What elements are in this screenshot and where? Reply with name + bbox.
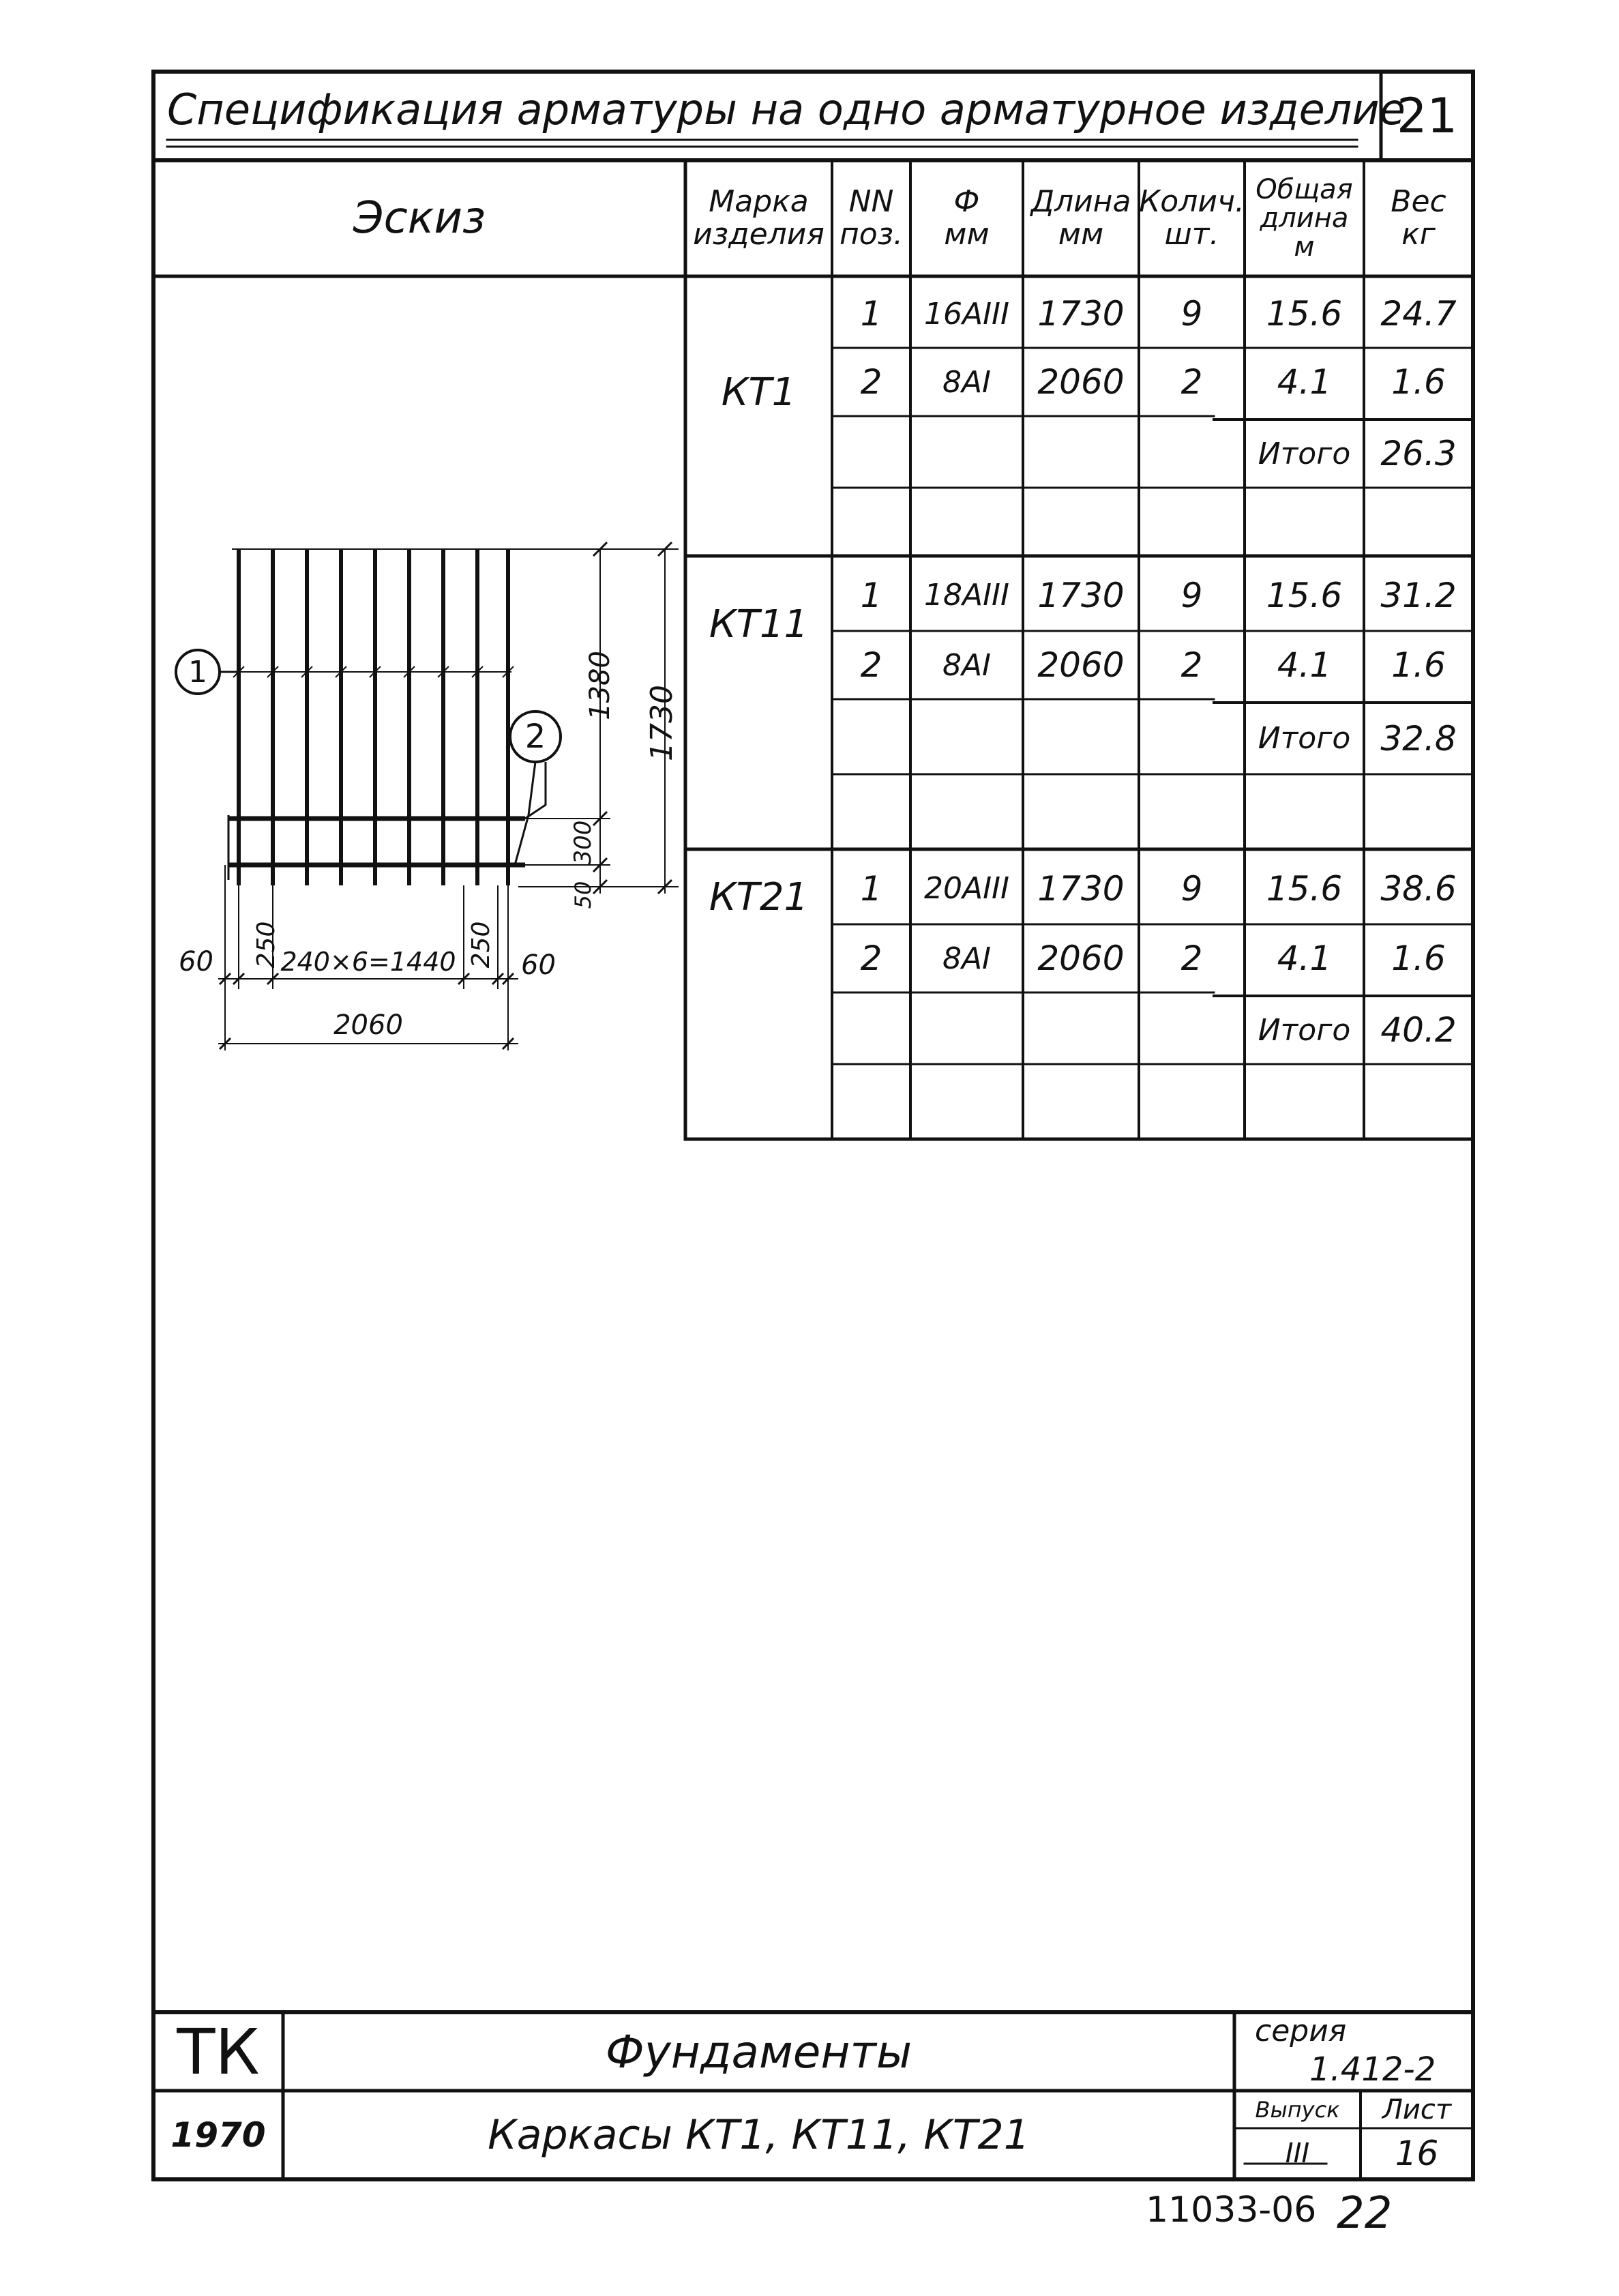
cell-length: 2060 [1037,362,1125,402]
cell-total-length: 15.6 [1266,575,1343,615]
series-label: серия [1255,2013,1347,2048]
total-weight: 26.3 [1380,434,1457,473]
column-header-length-line2: мм [1058,217,1104,252]
cell-quantity: 9 [1180,575,1203,615]
column-header-total-length-line1: Общая [1256,174,1353,205]
total-weight: 32.8 [1380,718,1457,759]
vertical-bars [237,549,510,885]
cell-length: 2060 [1037,939,1125,978]
sheet-value: 16 [1395,2134,1439,2173]
column-header-mark: Марка изделия [685,164,832,273]
cell-pos: 1 [860,868,882,909]
cell-diameter: 8АI [942,941,992,976]
outer-frame [151,70,1475,2181]
cell-weight: 1.6 [1391,645,1446,685]
cell-pos: 2 [860,362,882,402]
total-label: Итого [1258,721,1351,756]
dim-60-left: 60 [179,946,213,977]
cell-diameter: 8АI [942,647,992,683]
column-header-quantity: Колич. шт. [1139,164,1245,273]
cell-diameter: 18АIII [923,578,1010,613]
cell-weight: 1.6 [1391,362,1446,402]
sketch-label: Эскиз [353,193,486,244]
org-abbrev: ТК [177,2015,260,2089]
dim-2060: 2060 [333,1010,403,1041]
cell-quantity: 2 [1180,645,1203,685]
series-value: 1.412-2 [1309,2050,1436,2089]
column-header-diameter: Ф мм [910,164,1023,273]
cell-length: 1730 [1037,868,1125,909]
cell-quantity: 2 [1180,939,1203,978]
column-header-total-length-line3: м [1294,231,1315,263]
cell-diameter: 8АI [942,364,992,400]
column-header-quantity-line2: шт. [1164,217,1219,252]
cell-diameter: 20АIII [923,871,1010,906]
cell-diameter: 16АIII [923,296,1010,332]
page-number: 22 [1337,2188,1393,2239]
column-header-position: NN поз. [832,164,910,273]
column-header-mark-line2: изделия [693,217,825,252]
dim-50: 50 [570,881,596,909]
sheet-label: Лист [1382,2094,1452,2125]
total-label: Итого [1258,1012,1351,1048]
cell-length: 1730 [1037,294,1125,334]
column-header-weight-line1: Вес [1391,184,1446,219]
cell-weight: 24.7 [1380,294,1457,334]
dim-300: 300 [569,820,597,865]
cell-pos: 2 [860,939,882,978]
dim-250-right: 250 [466,921,495,969]
dim-60-right: 60 [521,950,556,981]
cell-pos: 1 [860,575,882,615]
cell-quantity: 2 [1180,362,1203,402]
column-header-length-line1: Длина [1030,184,1131,219]
spec-title: Спецификация арматуры на одно арматурное… [167,84,1406,134]
cell-total-length: 4.1 [1277,645,1332,685]
column-header-total-length-line2: длина [1260,203,1349,234]
document-name: Фундаменты [605,2025,912,2078]
callout-2-label: 2 [524,718,546,756]
column-header-diameter-line1: Ф [953,184,980,219]
issue-value: III [1285,2138,1310,2169]
cell-weight: 31.2 [1380,575,1457,615]
cell-total-length: 15.6 [1266,868,1343,909]
dim-1380: 1380 [584,651,616,720]
cell-total-length: 4.1 [1277,362,1332,402]
column-header-total-length: Общая длина м [1245,164,1364,273]
cell-weight: 1.6 [1391,939,1446,978]
cell-total-length: 15.6 [1266,294,1343,334]
year: 1970 [170,2115,266,2155]
cell-weight: 38.6 [1380,868,1457,909]
cell-pos: 2 [860,645,882,685]
column-header-position-line2: поз. [839,217,904,252]
column-header-position-line1: NN [848,184,894,219]
dim-1730: 1730 [644,685,679,761]
cell-total-length: 4.1 [1277,939,1332,978]
column-header-quantity-line1: Колич. [1139,184,1245,219]
document-subtitle: Каркасы КТ1, КТ11, КТ21 [488,2111,1030,2159]
column-header-weight-line2: кг [1401,217,1436,252]
mark-kt21: КТ21 [709,874,809,919]
total-label: Итого [1258,436,1351,471]
column-header-weight: Вес кг [1364,164,1473,273]
cell-length: 1730 [1037,575,1125,615]
cell-length: 2060 [1037,645,1125,685]
callout-1-label: 1 [188,654,207,690]
mark-kt1: КТ1 [721,370,797,415]
reinforcement-cage-sketch [175,541,679,1050]
cell-quantity: 9 [1180,868,1203,909]
cell-quantity: 9 [1180,294,1203,334]
mark-kt11: КТ11 [709,602,809,647]
total-weight: 40.2 [1380,1010,1457,1050]
column-header-diameter-line2: мм [944,217,990,252]
sheet-section-number: 21 [1396,88,1458,144]
column-header-mark-line1: Марка [709,184,809,219]
issue-label: Выпуск [1255,2097,1340,2123]
column-header-length: Длина мм [1023,164,1139,273]
dim-240x6: 240×6=1440 [280,947,456,977]
cell-pos: 1 [860,294,882,334]
archive-code: 11033-06 [1146,2190,1317,2231]
